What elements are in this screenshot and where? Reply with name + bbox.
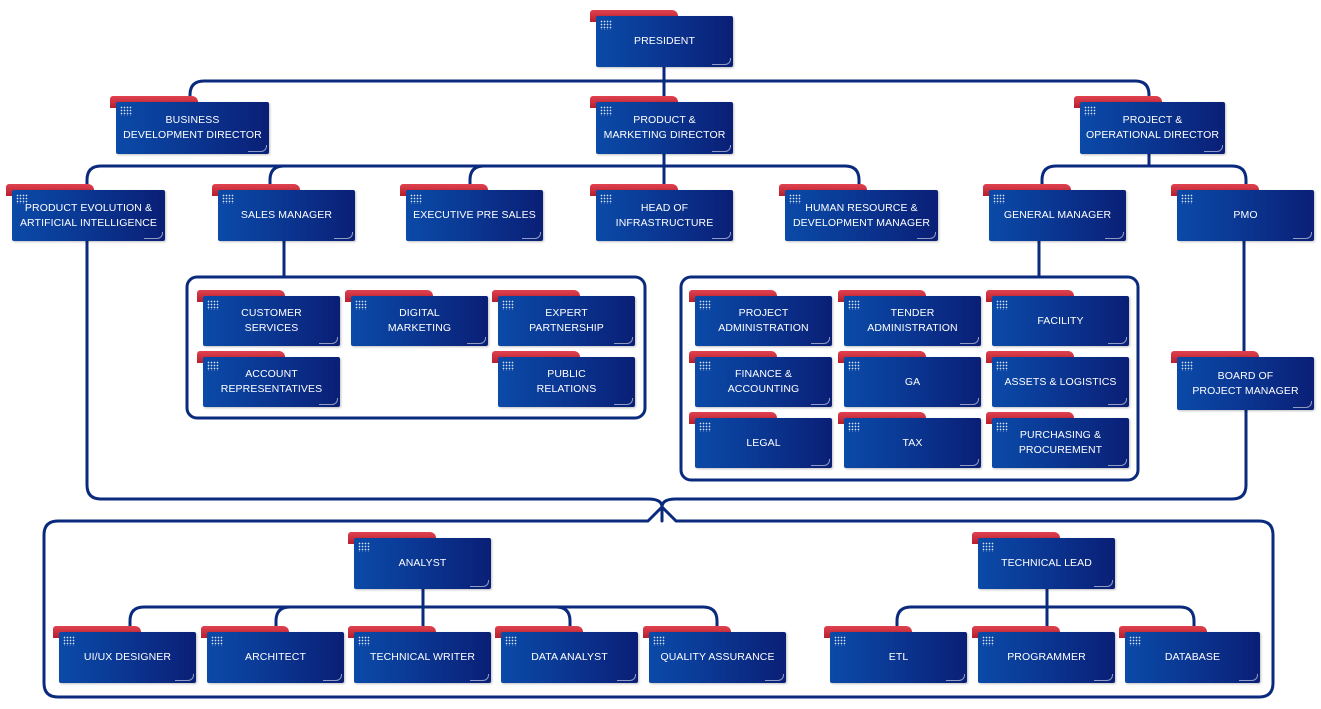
- node-facility: FACILITY: [986, 290, 1129, 346]
- node-product-evolution-ai: PRODUCT EVOLUTION & ARTIFICIAL INTELLIGE…: [6, 184, 165, 241]
- node-technical-lead: TECHNICAL LEAD: [972, 532, 1115, 589]
- node-president: PRESIDENT: [590, 10, 733, 67]
- node-data-analyst: DATA ANALYST: [495, 626, 638, 683]
- node-uiux-designer: UI/UX DESIGNER: [53, 626, 196, 683]
- node-human-resource-development-manager: HUMAN RESOURCE & DEVELOPMENT MANAGER: [779, 184, 938, 241]
- node-general-manager: GENERAL MANAGER: [983, 184, 1126, 241]
- node-pmo: PMO: [1171, 184, 1314, 241]
- node-public-relations: PUBLIC RELATIONS: [492, 351, 635, 407]
- node-board-of-project-manager: BOARD OF PROJECT MANAGER: [1171, 351, 1314, 410]
- tech-group-frame: [42, 505, 1275, 699]
- node-finance-accounting: FINANCE & ACCOUNTING: [689, 351, 832, 407]
- node-customer-services: CUSTOMER SERVICES: [197, 290, 340, 346]
- node-digital-marketing: DIGITAL MARKETING: [345, 290, 488, 346]
- node-project-operational-director: PROJECT & OPERATIONAL DIRECTOR: [1074, 96, 1225, 154]
- node-database: DATABASE: [1119, 626, 1260, 683]
- node-ga: GA: [838, 351, 981, 407]
- connector-product-evolution: [85, 239, 1248, 523]
- connector-product-marketing: [85, 152, 861, 192]
- node-legal: LEGAL: [689, 412, 832, 468]
- connector-analyst: [128, 587, 719, 634]
- node-architect: ARCHITECT: [201, 626, 344, 683]
- node-expert-partnership: EXPERT PARTNERSHIP: [492, 290, 635, 346]
- node-assets-logistics: ASSETS & LOGISTICS: [986, 351, 1129, 407]
- node-quality-assurance: QUALITY ASSURANCE: [643, 626, 786, 683]
- connector-project-operational: [1040, 152, 1248, 192]
- node-executive-pre-sales: EXECUTIVE PRE SALES: [400, 184, 543, 241]
- node-head-of-infrastructure: HEAD OF INFRASTRUCTURE: [590, 184, 733, 241]
- node-technical-writer: TECHNICAL WRITER: [348, 626, 491, 683]
- sales-group-frame: [185, 275, 647, 420]
- node-etl: ETL: [824, 626, 967, 683]
- node-analyst: ANALYST: [348, 532, 491, 589]
- node-product-marketing-director: PRODUCT & MARKETING DIRECTOR: [590, 96, 733, 154]
- node-project-administration: PROJECT ADMINISTRATION: [689, 290, 832, 346]
- node-business-development-director: BUSINESS DEVELOPMENT DIRECTOR: [110, 96, 269, 154]
- node-programmer: PROGRAMMER: [972, 626, 1115, 683]
- node-tax: TAX: [838, 412, 981, 468]
- node-sales-manager: SALES MANAGER: [212, 184, 355, 241]
- gm-group-frame: [679, 275, 1140, 482]
- node-account-representatives: ACCOUNT REPRESENTATIVES: [197, 351, 340, 407]
- node-purchasing-procurement: PURCHASING & PROCUREMENT: [986, 412, 1129, 468]
- node-tender-administration: TENDER ADMINISTRATION: [838, 290, 981, 346]
